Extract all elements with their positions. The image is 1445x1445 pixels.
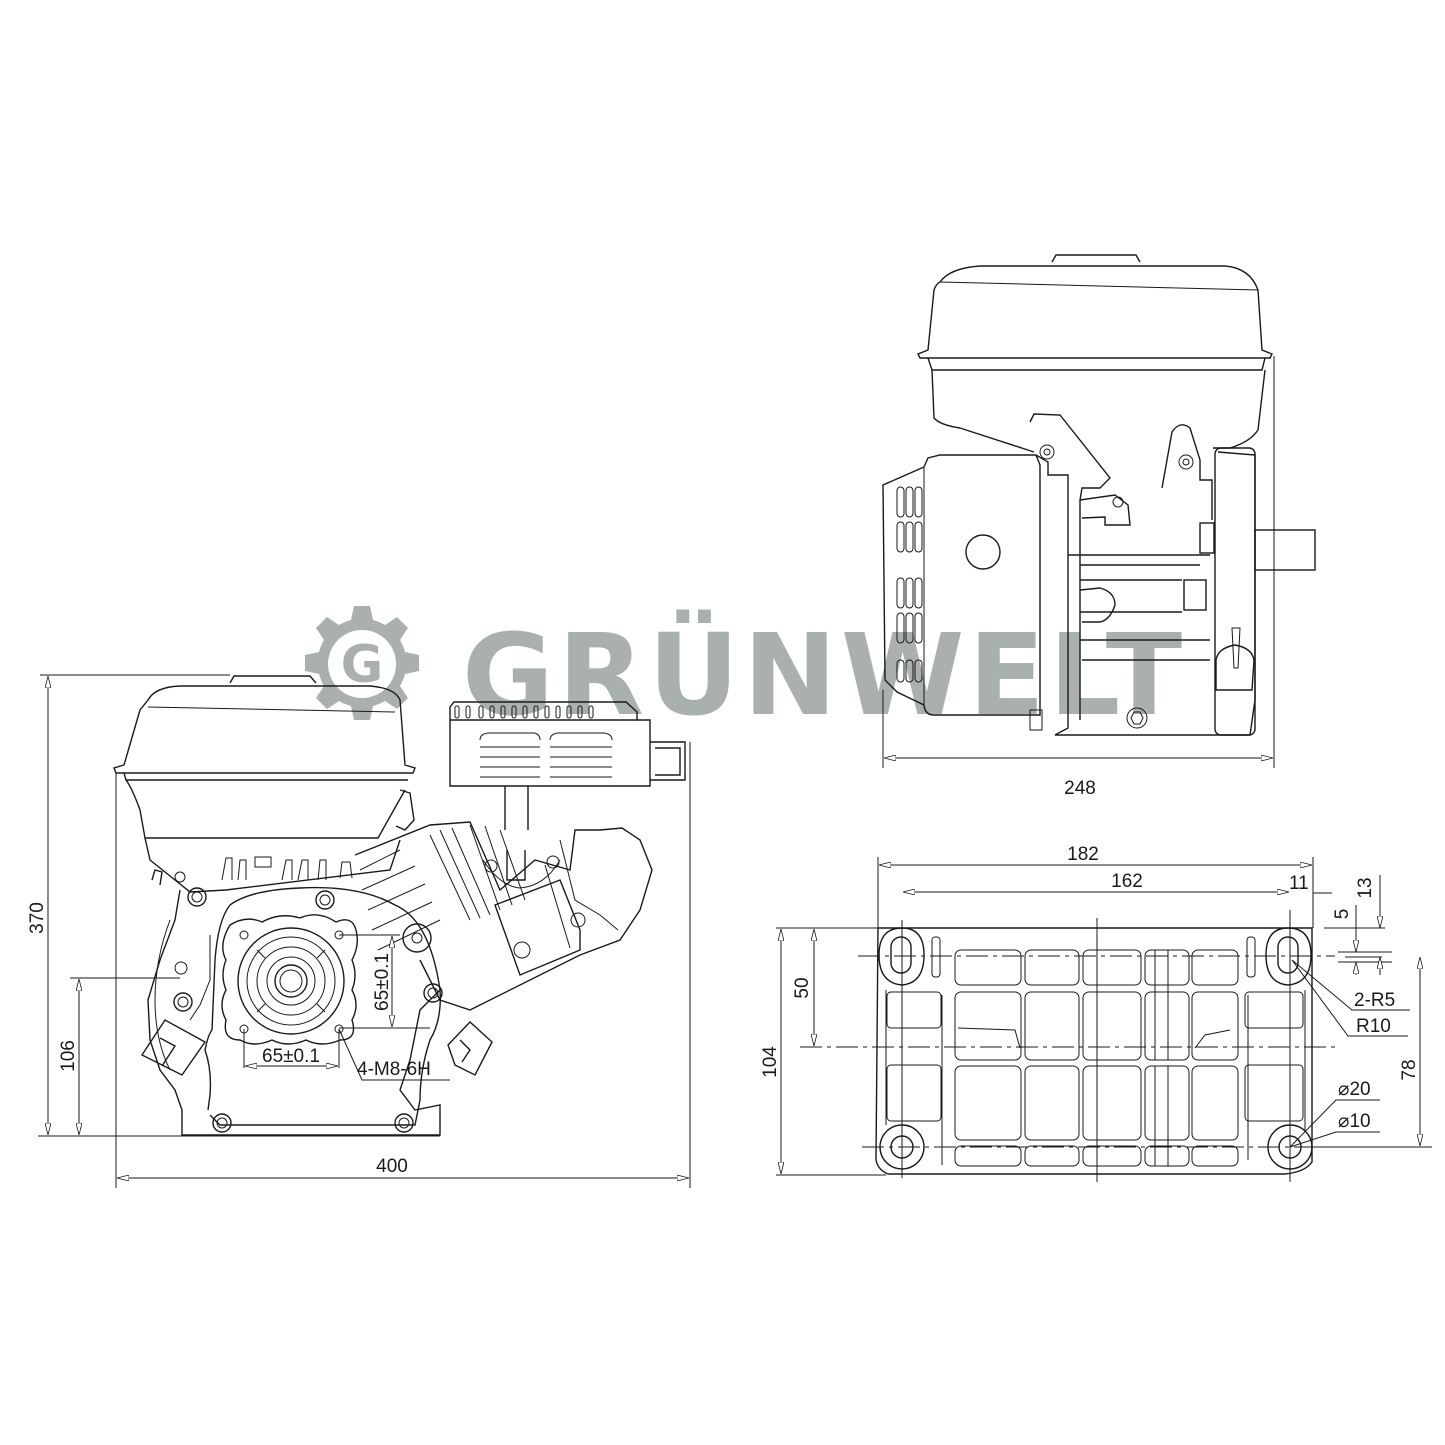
side-view-drawing: 248 (882, 254, 1316, 799)
mount-slot (1277, 936, 1299, 974)
gear-logo-icon: G (305, 606, 419, 720)
front-view-drawing: 65±0.1 65±0.1 4-M8-6H 370 106 400 (27, 674, 691, 1188)
dim-slot-radius: 2-R5 (1354, 990, 1395, 1011)
dim-base-width: 104 (760, 1046, 781, 1078)
dim-half-width: 50 (792, 977, 813, 998)
dim-bolt-spacing-horizontal: 65±0.1 (262, 1046, 320, 1067)
dim-overall-height: 370 (27, 902, 48, 934)
dim-base-length: 182 (1067, 844, 1099, 865)
dim-hole-spacing-length: 162 (1111, 871, 1143, 892)
thread-callout: 4-M8-6H (357, 1059, 431, 1080)
dim-hole-edge-offset: 11 (1289, 873, 1309, 894)
dim-hole-spacing-width: 78 (1399, 1059, 1420, 1080)
dim-boss-diameter: ⌀20 (1338, 1079, 1371, 1100)
dim-bolt-spacing-vertical: 65±0.1 (372, 953, 393, 1011)
muffler-louvers (479, 732, 613, 778)
mount-slot (890, 936, 912, 974)
watermark: G GRÜNWELT (305, 606, 1186, 741)
muffler-holes (454, 705, 594, 719)
crankshaft-center (274, 964, 308, 998)
dim-slot-width: 5 (1332, 909, 1353, 920)
dim-overall-depth: 248 (1064, 778, 1096, 799)
dim-overall-width: 400 (376, 1156, 408, 1177)
output-shaft (1254, 529, 1316, 571)
base-view-drawing: 182 162 11 13 5 2-R5 R10 78 ⌀20 ⌀10 104 … (760, 844, 1432, 1182)
brand-name: GRÜNWELT (462, 610, 1186, 741)
dim-slot-offset: 13 (1355, 877, 1376, 898)
dim-shaft-height: 106 (58, 1040, 79, 1072)
dim-hole-diameter: ⌀10 (1338, 1111, 1371, 1132)
rib-grid (954, 949, 1239, 1167)
vent-slots (896, 486, 923, 683)
dim-boss-radius: R10 (1356, 1016, 1391, 1037)
logo-letter: G (341, 635, 384, 695)
